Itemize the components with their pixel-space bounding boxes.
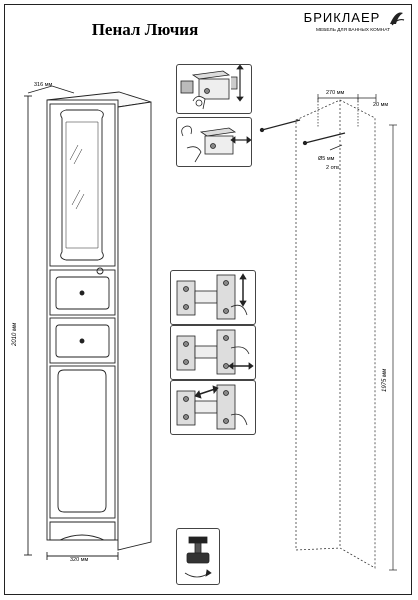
brand-logo: БРИКЛАЕР МЕБЕЛЬ ДЛЯ ВАННЫХ КОМНАТ [296, 10, 406, 38]
depth-label: 316 мм [34, 82, 53, 88]
hinge-panel-depth [170, 325, 256, 380]
hinge-panel-vertical [170, 270, 256, 325]
page-title: Пенал Лючия [91, 20, 199, 39]
cabinet-hanger-adjust-icon [180, 64, 244, 110]
brand-name: БРИКЛАЕР [303, 10, 381, 25]
offset-label: 20 мм [373, 102, 389, 108]
brand-mark-icon [390, 12, 405, 26]
page-border [4, 4, 412, 595]
holes-label: 2 отв. [326, 165, 341, 171]
spacing-label: 270 мм [326, 90, 345, 96]
hinge-depth-adjust-icon [176, 329, 254, 375]
hinge-vertical-adjust-icon [176, 273, 248, 320]
cabinet-hanger-adjust-icon [181, 125, 252, 163]
hinge-lateral-adjust-icon [176, 384, 248, 430]
width-label: 320 мм [70, 557, 89, 563]
mount-height-label: 1975 мм [382, 368, 388, 392]
hinge-panel-lateral [170, 380, 256, 435]
hanger-adjust-panel-top [176, 64, 252, 114]
brand-slogan: МЕБЕЛЬ ДЛЯ ВАННЫХ КОМНАТ [316, 28, 390, 33]
leveling-foot-icon [184, 536, 212, 578]
hanger-adjust-panel-bottom [176, 117, 252, 167]
drill-diameter-label: Ø5 мм [318, 156, 335, 162]
foot-adjust-panel [176, 528, 220, 585]
